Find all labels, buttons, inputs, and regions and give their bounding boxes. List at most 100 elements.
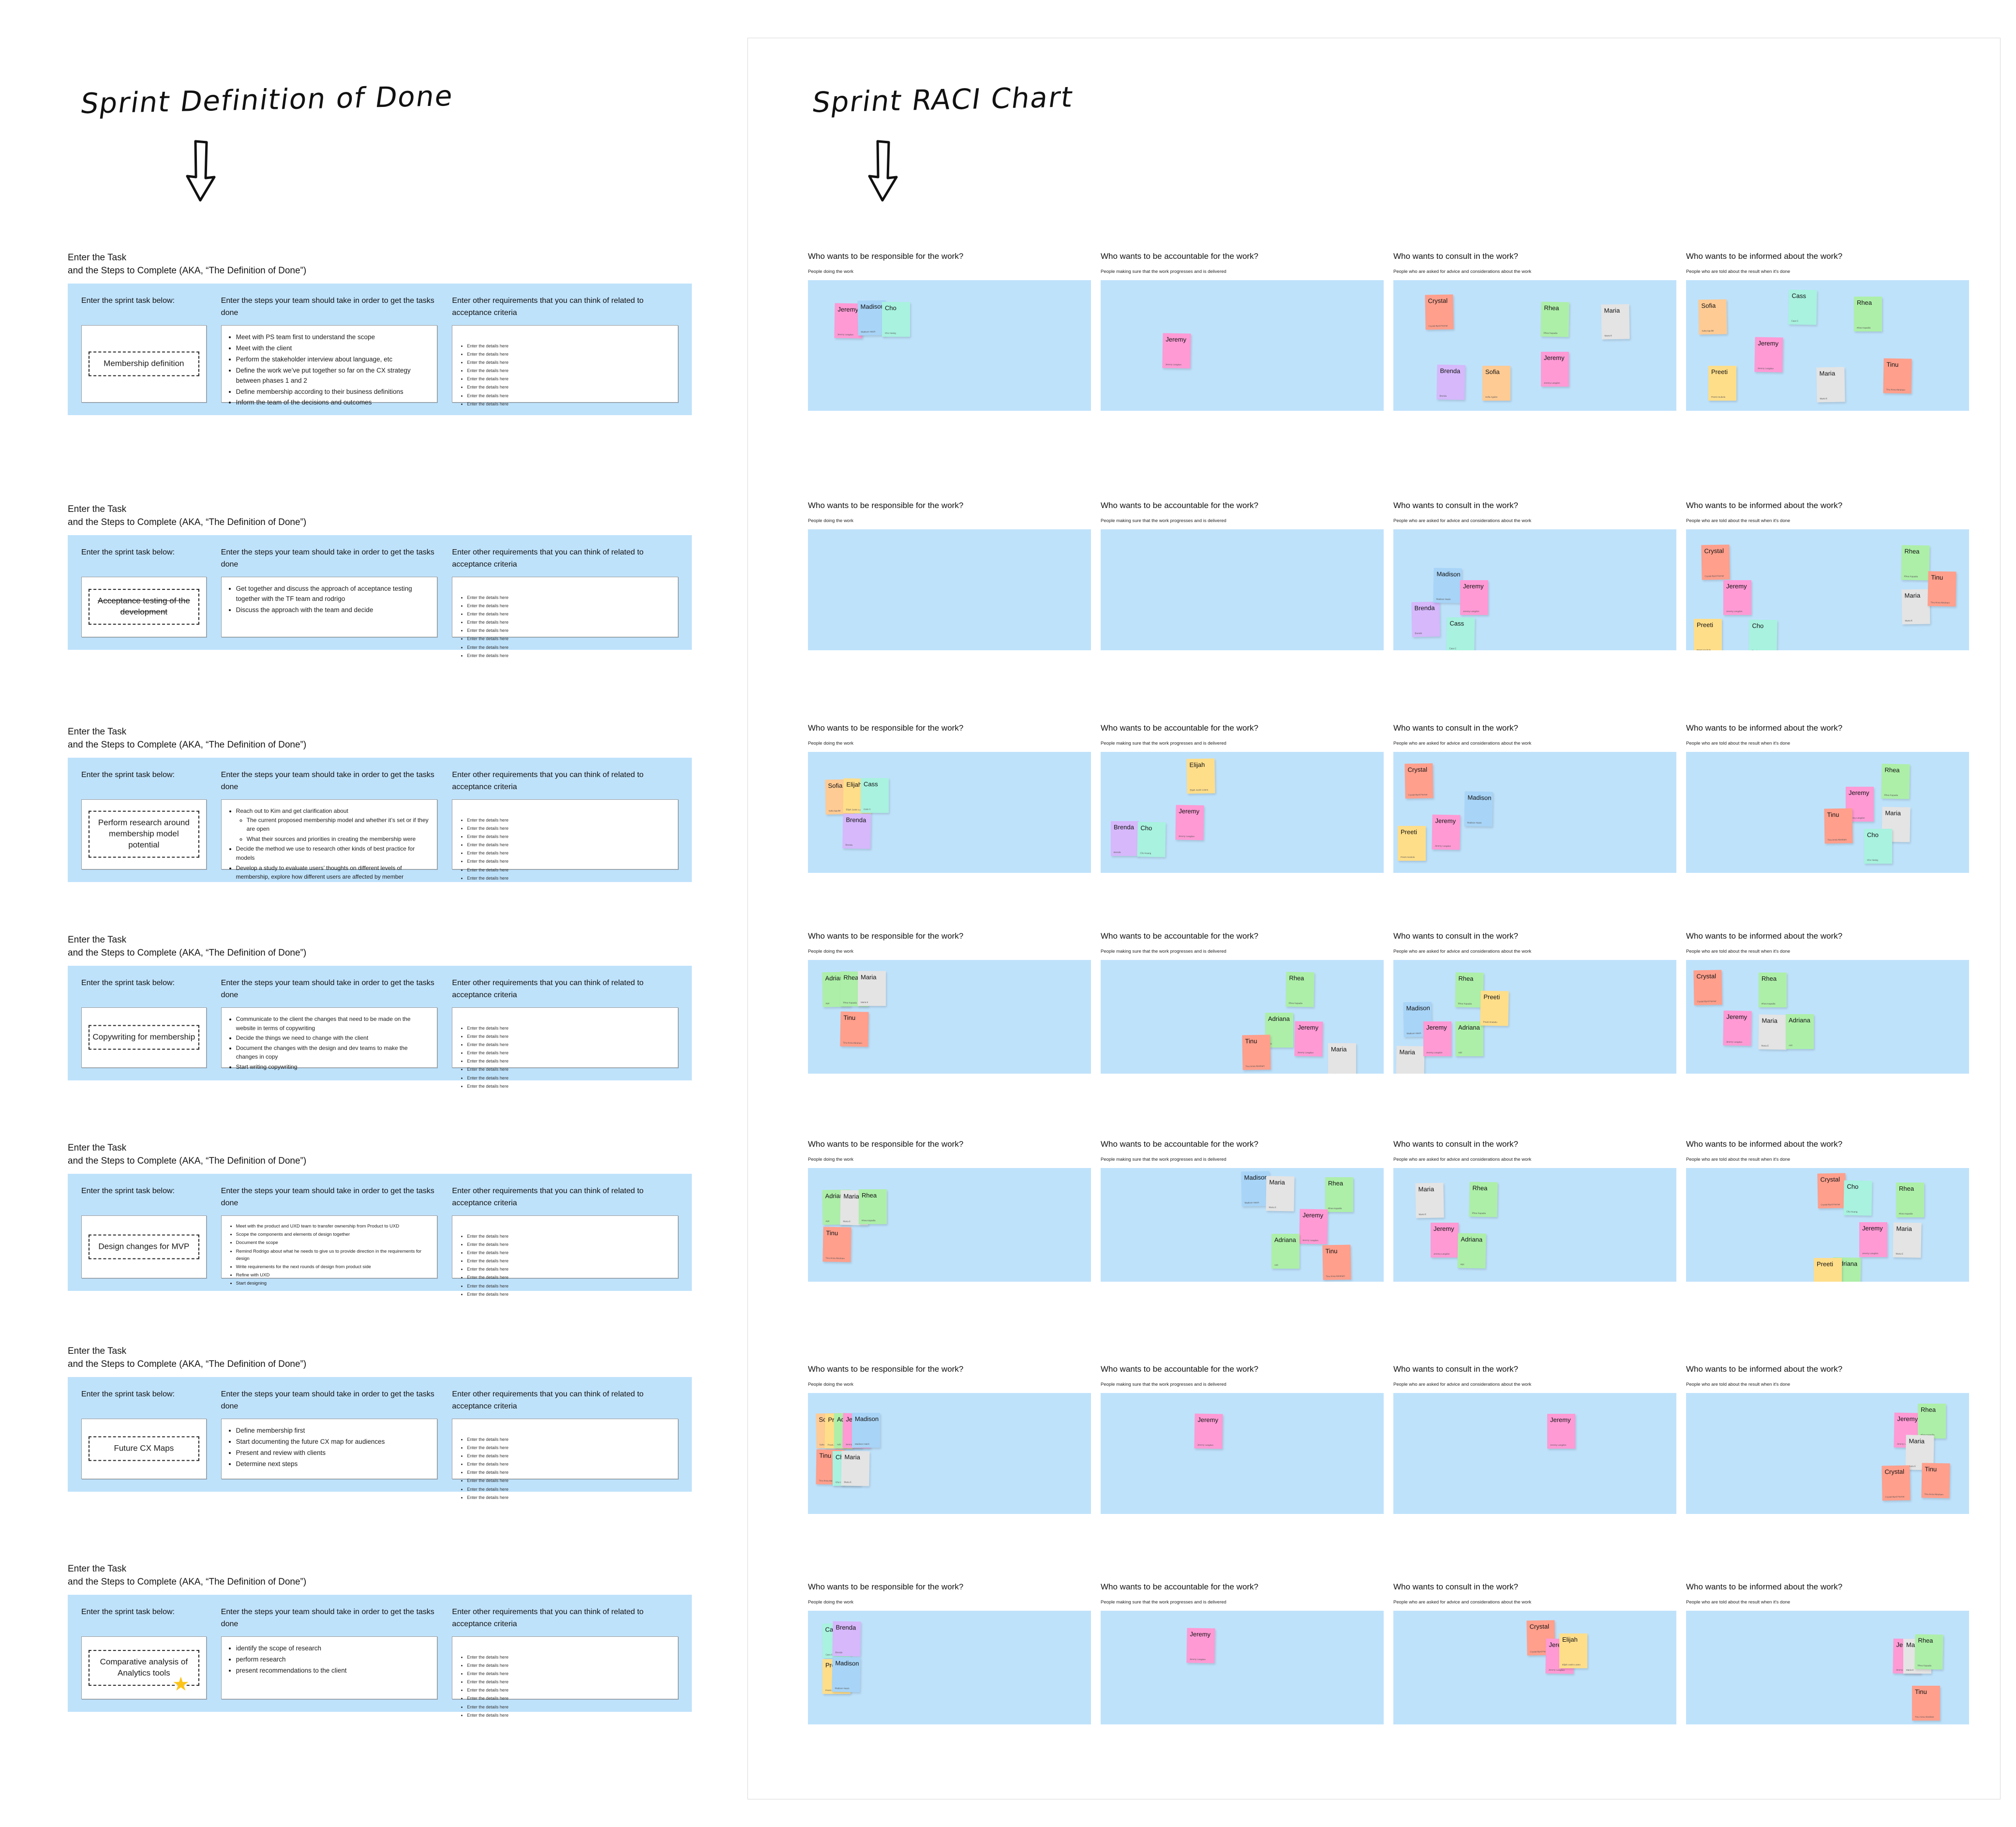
dod-requirement-placeholder[interactable]: Enter the details here (467, 350, 670, 359)
dod-steps-box[interactable]: Communicate to the client the changes th… (221, 1007, 438, 1070)
dod-requirement-placeholder[interactable]: Enter the details here (467, 1694, 670, 1703)
dod-requirement-placeholder[interactable]: Enter the details here (467, 1057, 670, 1065)
dod-task-tag[interactable]: Future CX Maps (89, 1436, 199, 1461)
dod-requirement-placeholder[interactable]: Enter the details here (467, 874, 670, 883)
dod-task-box[interactable]: Future CX Maps (81, 1418, 207, 1479)
dod-requirement-placeholder[interactable]: Enter the details here (467, 1249, 670, 1257)
dod-task-box[interactable]: Acceptance testing of the development (81, 576, 207, 637)
dod-requirement-placeholder[interactable]: Enter the details here (467, 375, 670, 383)
dod-requirement-placeholder[interactable]: Enter the details here (467, 1065, 670, 1074)
dod-requirement-placeholder[interactable]: Enter the details here (467, 1703, 670, 1711)
dod-requirement-placeholder[interactable]: Enter the details here (467, 1477, 670, 1485)
dod-requirement-placeholder[interactable]: Enter the details here (467, 1662, 670, 1670)
dod-steps-box[interactable]: Meet with the product and UXD team to tr… (221, 1215, 438, 1286)
dod-task-tag[interactable]: Comparative analysis of Analytics tools (89, 1650, 199, 1686)
dod-requirement-placeholder[interactable]: Enter the details here (467, 1468, 670, 1477)
dod-requirement-placeholder[interactable]: Enter the details here (467, 1678, 670, 1686)
dod-requirement-placeholder[interactable]: Enter the details here (467, 1041, 670, 1049)
dod-requirement-placeholder[interactable]: Enter the details here (467, 1686, 670, 1694)
dod-requirement-placeholder[interactable]: Enter the details here (467, 1082, 670, 1091)
dod-requirement-placeholder[interactable]: Enter the details here (467, 392, 670, 400)
dod-task-tag[interactable]: Design changes for MVP (89, 1234, 199, 1259)
dod-requirement-placeholder[interactable]: Enter the details here (467, 1670, 670, 1678)
dod-requirement-placeholder[interactable]: Enter the details here (467, 1024, 670, 1033)
dod-requirement-placeholder[interactable]: Enter the details here (467, 857, 670, 866)
dod-requirement-placeholder[interactable]: Enter the details here (467, 866, 670, 874)
dod-requirement-placeholder[interactable]: Enter the details here (467, 1290, 670, 1299)
dod-requirement-placeholder[interactable]: Enter the details here (467, 1494, 670, 1502)
dod-requirement-placeholder[interactable]: Enter the details here (467, 1282, 670, 1290)
dod-task-tag[interactable]: Perform research around membership model… (89, 811, 199, 858)
dod-requirement-placeholder[interactable]: Enter the details here (467, 652, 670, 660)
dod-requirement-placeholder[interactable]: Enter the details here (467, 367, 670, 375)
raci-sticky-area-responsible[interactable] (808, 529, 1091, 650)
dod-requirement-placeholder[interactable]: Enter the details here (467, 1460, 670, 1468)
dod-requirement-placeholder[interactable]: Enter the details here (467, 824, 670, 833)
dod-requirement-placeholder[interactable]: Enter the details here (467, 635, 670, 643)
dod-requirement-placeholder[interactable]: Enter the details here (467, 1241, 670, 1249)
dod-requirement-placeholder[interactable]: Enter the details here (467, 594, 670, 602)
dod-requirement-placeholder[interactable]: Enter the details here (467, 1049, 670, 1057)
dod-requirement-placeholder[interactable]: Enter the details here (467, 400, 670, 408)
